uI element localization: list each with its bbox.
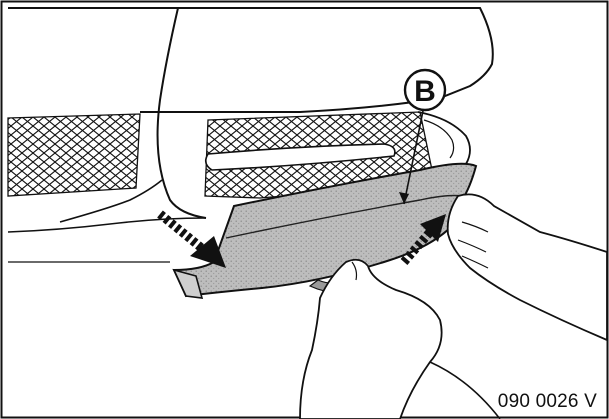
left-hand: [299, 258, 443, 419]
right-hand: [446, 193, 608, 342]
deflector-end-flap: [172, 268, 204, 299]
bumper-upper-outline: [8, 7, 494, 113]
callout-label: B: [414, 75, 436, 108]
fog-light-slot: [204, 143, 396, 171]
figure-code: 090 0026 V: [497, 391, 597, 412]
callout-circle: [403, 68, 447, 112]
right-hand-fingers: [457, 221, 489, 269]
side-bracket-outline: [417, 111, 471, 165]
bumper-lower-curve: [59, 179, 163, 223]
dashed-arrow-icon: [157, 210, 226, 268]
left-grille-mesh: [7, 113, 141, 197]
left-hand-thumb: [351, 261, 358, 281]
bumper-edge-line: [7, 217, 207, 233]
dashed-arrow-icon: [400, 214, 446, 265]
deflector-fold-line: [225, 194, 463, 239]
left-arm-sleeve: [429, 361, 501, 419]
side-bracket-inner: [423, 119, 455, 159]
bumper-left-contour: [156, 7, 207, 219]
callout-leader-tip: [399, 192, 409, 204]
